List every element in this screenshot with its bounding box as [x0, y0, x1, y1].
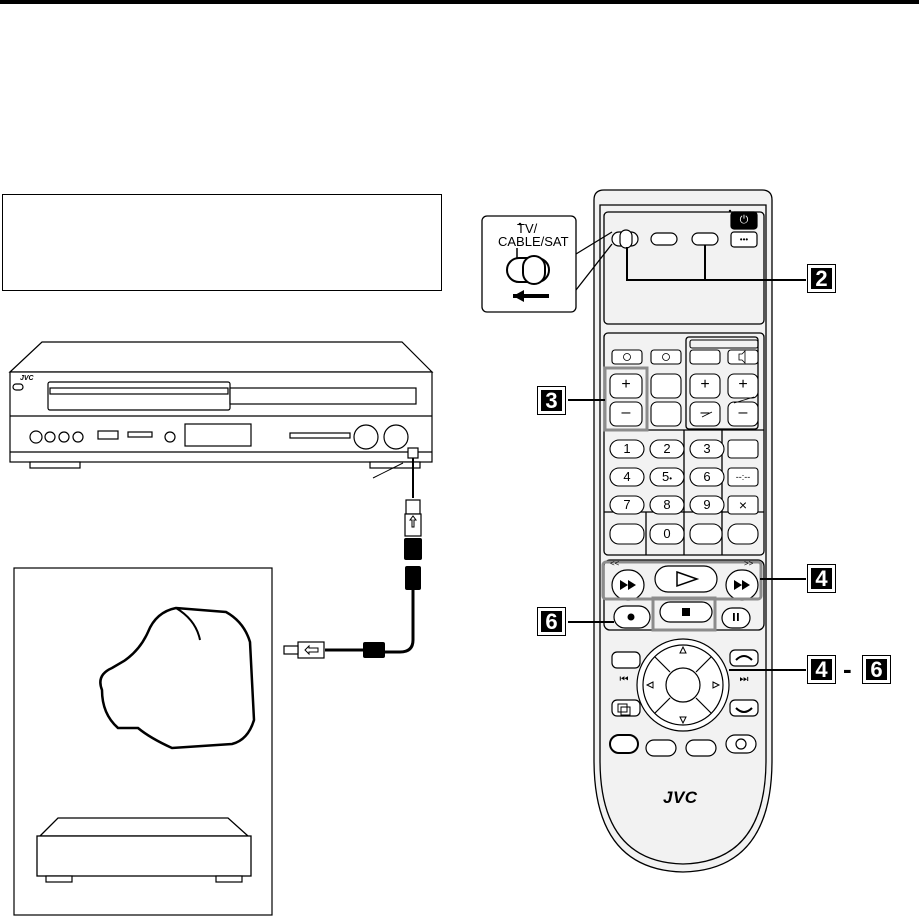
keypad-5[interactable]: 5• — [661, 469, 673, 484]
remote-bottom-buttons — [609, 734, 757, 757]
channel-minus-button[interactable]: – — [621, 404, 631, 421]
nav-arrows — [617, 645, 753, 725]
switch-callout — [481, 215, 613, 313]
step-badge-4: 4 — [807, 564, 836, 593]
player-top — [38, 817, 250, 837]
switch-label-cable-sat: CABLE/SAT — [498, 234, 569, 249]
power-icon[interactable]: ⏻ — [739, 214, 749, 226]
skip-back-icon[interactable]: ⏮ — [619, 674, 629, 685]
step-badge-6: 6 — [537, 607, 566, 636]
power-indicator-dot — [728, 209, 732, 213]
keypad-9[interactable]: 9 — [703, 497, 711, 512]
highlight-box-6 — [651, 596, 717, 632]
mute-icon — [738, 350, 746, 364]
keypad-2[interactable]: 2 — [663, 441, 671, 456]
firewire-cable — [283, 458, 422, 659]
remote-brand-logo: JVC — [663, 788, 698, 807]
keypad-4[interactable]: 4 — [623, 469, 631, 484]
keypad-8[interactable]: 8 — [663, 497, 671, 512]
volume-plus-button[interactable]: + — [700, 376, 710, 393]
top-rule — [0, 0, 919, 4]
navigation-ring — [611, 638, 759, 732]
player-body — [36, 835, 252, 877]
note-box — [2, 194, 442, 291]
volume-minus-button[interactable]: – — [700, 404, 710, 421]
step-badge-6-range-end: 6 — [862, 655, 891, 684]
vcr-deck — [8, 341, 434, 469]
step-range-separator: - — [843, 654, 852, 684]
timer-icon — [662, 353, 670, 361]
keypad-7[interactable]: 7 — [623, 497, 631, 512]
camcorder-outline — [99, 606, 256, 750]
cancel-button[interactable]: × — [738, 497, 748, 513]
tv-minus-button[interactable]: – — [738, 404, 748, 421]
transport-symbols — [620, 570, 750, 621]
switch-label-tv: TV/ — [517, 221, 538, 236]
volume-ramp-icon — [701, 411, 713, 418]
number-keypad — [609, 439, 759, 545]
tv-plus-button[interactable]: + — [738, 376, 748, 393]
callout-2-lines — [626, 245, 806, 281]
keypad-6[interactable]: 6 — [703, 469, 711, 484]
step-badge-2: 2 — [807, 264, 836, 293]
remote-mid-buttons — [609, 339, 759, 427]
vcr-brand-logo: JVC — [20, 375, 34, 382]
svg-text:<<: << — [610, 559, 620, 568]
step-badge-4-range-start: 4 — [807, 655, 836, 684]
skip-forward-icon[interactable]: ⏭ — [739, 674, 749, 685]
svg-text:>>: >> — [744, 559, 754, 568]
keypad-1[interactable]: 1 — [623, 441, 631, 456]
keypad-0[interactable]: 0 — [663, 526, 671, 541]
device-box — [13, 567, 273, 916]
channel-plus-button[interactable]: + — [621, 376, 631, 393]
timer-icon — [623, 353, 631, 361]
time-entry-button[interactable]: --:-- — [735, 472, 751, 482]
keypad-3[interactable]: 3 — [703, 441, 711, 456]
dots-button[interactable]: ••• — [739, 235, 749, 244]
remote-top-buttons — [611, 211, 758, 249]
step-badge-3: 3 — [537, 386, 566, 415]
volume-ramp-icon — [733, 396, 755, 404]
